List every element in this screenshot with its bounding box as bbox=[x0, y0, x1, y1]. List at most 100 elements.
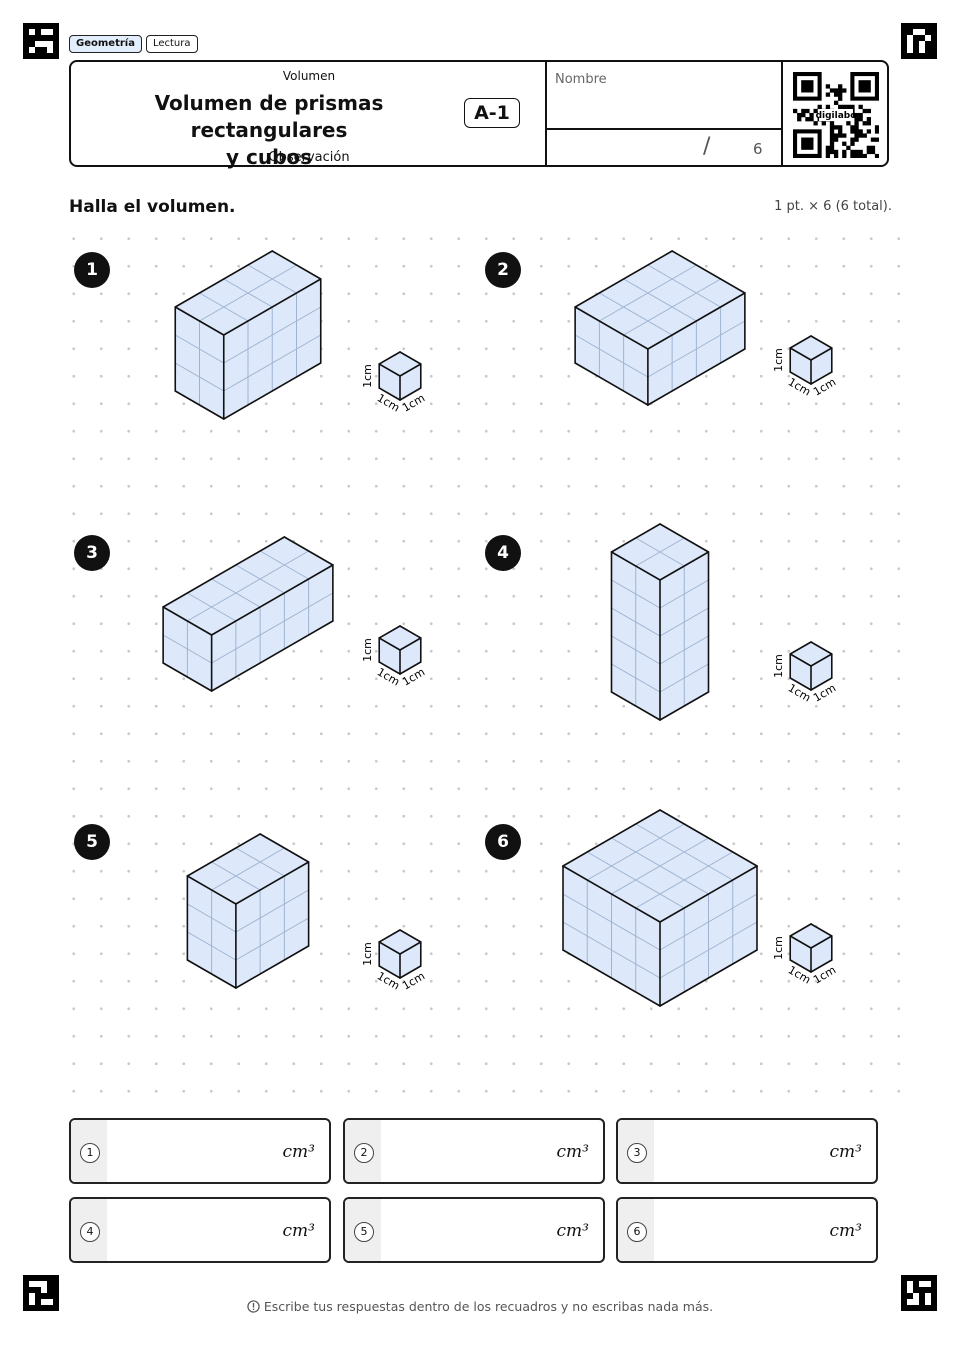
unit-cube-6 bbox=[789, 923, 833, 973]
answer-number-4: 4 bbox=[80, 1222, 100, 1242]
prism-5 bbox=[186, 833, 310, 989]
header-divider bbox=[781, 62, 783, 165]
header-divider bbox=[545, 128, 782, 130]
prism-grid-line bbox=[659, 921, 758, 979]
prism-2 bbox=[574, 250, 746, 406]
prism-edge bbox=[162, 662, 213, 692]
prism-face-front bbox=[400, 364, 421, 400]
answer-box-3[interactable]: 3 cm³ bbox=[616, 1118, 878, 1184]
prism-edge bbox=[789, 935, 812, 949]
prism-edge bbox=[186, 875, 237, 905]
answer-box-5[interactable]: 5 cm³ bbox=[343, 1197, 605, 1263]
prism-edge bbox=[399, 637, 422, 651]
prism-grid-line bbox=[635, 537, 685, 567]
prism-edge bbox=[659, 949, 758, 1007]
answer-number-3: 3 bbox=[627, 1143, 647, 1163]
answer-unit: cm³ bbox=[829, 1142, 862, 1162]
prism-grid-line bbox=[623, 278, 721, 336]
subtitle-label: Observación bbox=[268, 150, 350, 165]
unit-cube-height-label: 1cm bbox=[772, 936, 785, 960]
prism-edge bbox=[659, 523, 710, 553]
unit-cube-3 bbox=[378, 625, 422, 675]
problem-number-3: 3 bbox=[74, 535, 110, 571]
prism-3 bbox=[162, 536, 334, 692]
prism-grid-line bbox=[223, 334, 321, 392]
prism-edge bbox=[399, 363, 422, 377]
prism-edge bbox=[399, 965, 422, 979]
unit-cube-height-label: 1cm bbox=[361, 638, 374, 662]
prism-face-side bbox=[379, 942, 400, 978]
prism-edge bbox=[378, 351, 401, 365]
score-slash: / bbox=[703, 134, 711, 159]
prism-edge bbox=[186, 959, 237, 989]
prism-4 bbox=[610, 523, 710, 721]
prism-grid-line bbox=[659, 635, 709, 665]
prism-edge bbox=[562, 865, 661, 923]
prism-face-front bbox=[811, 654, 832, 690]
prism-edge bbox=[610, 691, 661, 721]
prism-edge bbox=[378, 929, 401, 943]
prism-edge bbox=[283, 536, 334, 566]
prism-edge bbox=[399, 929, 422, 943]
prism-edge bbox=[186, 833, 261, 877]
prism-grid-line bbox=[211, 592, 334, 664]
prism-face-front bbox=[811, 936, 832, 972]
problem-number-5: 5 bbox=[74, 824, 110, 860]
prism-edge bbox=[574, 306, 649, 350]
answer-box-2[interactable]: 2 cm³ bbox=[343, 1118, 605, 1184]
prism-grid-line bbox=[599, 264, 697, 322]
tag-reading[interactable]: Lectura bbox=[145, 35, 198, 53]
prism-edge bbox=[810, 923, 833, 937]
prism-edge bbox=[789, 347, 812, 361]
unit-cube-2 bbox=[789, 335, 833, 385]
unit-cube-1 bbox=[378, 351, 422, 401]
prism-grid-line bbox=[659, 607, 709, 637]
answer-box-1[interactable]: 1 cm³ bbox=[69, 1118, 331, 1184]
page-title-line-2: y cubos bbox=[225, 145, 313, 169]
prism-edge bbox=[399, 661, 422, 675]
prism-grid-line bbox=[235, 917, 309, 961]
subject-tags: Geometría Lectura bbox=[69, 35, 198, 53]
prism-edge bbox=[399, 941, 422, 955]
prism-edge bbox=[659, 551, 710, 581]
prism-face-side bbox=[379, 638, 400, 674]
answer-box-4[interactable]: 4 cm³ bbox=[69, 1197, 331, 1263]
answer-number-2: 2 bbox=[354, 1143, 374, 1163]
prism-edge bbox=[222, 362, 322, 420]
corner-marker-bottom-left bbox=[23, 1275, 59, 1311]
prism-grid-line bbox=[199, 264, 297, 322]
prism-edge bbox=[174, 390, 225, 420]
prism-edge bbox=[789, 641, 812, 655]
prism-grid-line bbox=[647, 320, 746, 378]
prism-edge bbox=[378, 941, 401, 955]
unit-cube-4 bbox=[789, 641, 833, 691]
prism-edge bbox=[162, 536, 286, 608]
prism-edge bbox=[174, 250, 274, 308]
qr-label: digilabo bbox=[816, 111, 857, 121]
footer-note-text: Escribe tus respuestas dentro de los rec… bbox=[263, 1299, 714, 1314]
prism-edge bbox=[810, 677, 833, 691]
prism-edge bbox=[659, 809, 758, 867]
answer-box-6[interactable]: 6 cm³ bbox=[616, 1197, 878, 1263]
footer-note: Escribe tus respuestas dentro de los rec… bbox=[0, 1299, 960, 1314]
prism-grid-line bbox=[211, 847, 285, 891]
prism-edge bbox=[210, 620, 334, 692]
problem-number-4: 4 bbox=[485, 535, 521, 571]
instruction-text: Halla el volumen. bbox=[69, 197, 236, 217]
unit-cube-height-label: 1cm bbox=[361, 364, 374, 388]
name-field-label[interactable]: Nombre bbox=[555, 72, 607, 87]
problem-number-1: 1 bbox=[74, 252, 110, 288]
info-icon bbox=[247, 1300, 260, 1313]
prism-face-side bbox=[379, 364, 400, 400]
prism-edge bbox=[810, 641, 833, 655]
prism-grid-line bbox=[647, 264, 721, 308]
prism-grid-line bbox=[235, 889, 309, 933]
unit-cube-5 bbox=[378, 929, 422, 979]
prism-edge bbox=[174, 306, 225, 336]
prism-edge bbox=[378, 661, 401, 675]
tag-geometry[interactable]: Geometría bbox=[69, 35, 142, 53]
corner-marker-bottom-right bbox=[901, 1275, 937, 1311]
prism-edge bbox=[647, 348, 746, 406]
prism-edge bbox=[222, 278, 322, 336]
score-total: 6 bbox=[753, 140, 763, 158]
